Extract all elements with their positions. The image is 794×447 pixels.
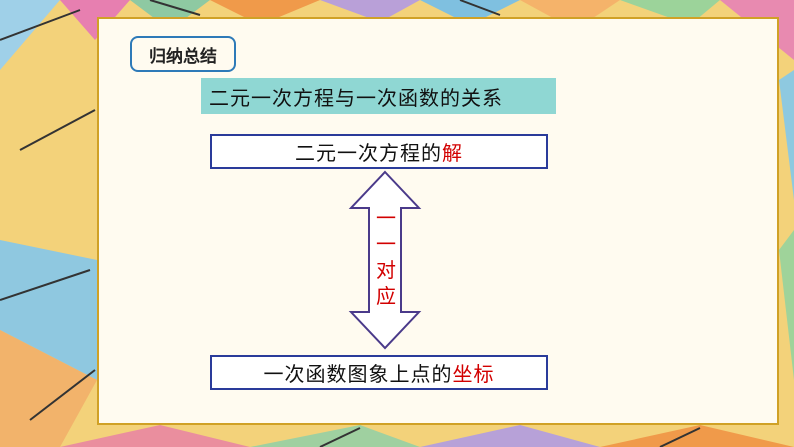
correspondence-char-2: 一 (376, 232, 396, 256)
correspondence-char-3: 对 (376, 258, 396, 282)
topic-banner: 二元一次方程与一次函数的关系 (201, 78, 556, 114)
graph-point-box: 一次函数图象上点的坐标 (210, 355, 548, 390)
equation-solution-text: 二元一次方程的 (295, 141, 442, 165)
graph-point-highlight: 坐标 (452, 362, 495, 386)
correspondence-char-4: 应 (376, 284, 396, 308)
summary-tag-label: 归纳总结 (149, 46, 217, 67)
correspondence-char-1: 一 (376, 206, 396, 230)
equation-solution-box: 二元一次方程的解 (210, 134, 548, 169)
equation-solution-highlight: 解 (442, 141, 463, 165)
summary-tag: 归纳总结 (130, 36, 236, 72)
double-arrow-icon (348, 170, 422, 350)
graph-point-text: 一次函数图象上点的 (263, 362, 453, 386)
correspondence-label: 一 一 对 应 (368, 205, 404, 309)
topic-title: 二元一次方程与一次函数的关系 (209, 85, 503, 110)
